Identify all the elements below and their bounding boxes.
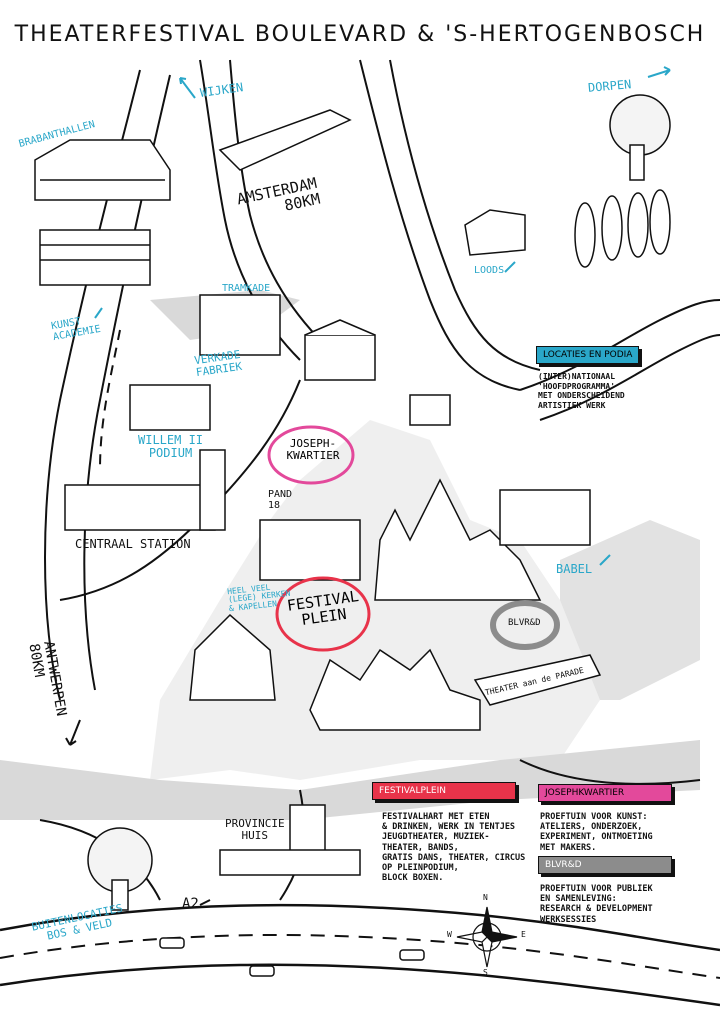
road-north-b bbox=[229, 59, 326, 346]
compass-s: S bbox=[483, 968, 488, 977]
church bbox=[189, 613, 276, 701]
train bbox=[218, 109, 352, 171]
highway-lane bbox=[0, 934, 720, 979]
label-provincie-huis: PROVINCIE HUIS bbox=[225, 817, 285, 842]
label-a2: A2 bbox=[182, 896, 199, 912]
centraal-station-building bbox=[64, 484, 216, 531]
river-water bbox=[560, 520, 700, 700]
legend-festivalplein-tag: FESTIVALPLEIN bbox=[372, 782, 516, 800]
label-babel: BABEL bbox=[556, 562, 593, 576]
compass-e: E bbox=[521, 930, 526, 939]
label-tramkade: TRAMKADE bbox=[222, 283, 271, 294]
bridge bbox=[409, 394, 451, 426]
compass-w: W bbox=[447, 930, 452, 939]
cathedral bbox=[374, 478, 542, 601]
josephkwartier-circle bbox=[267, 425, 355, 485]
label-centraal-station: CENTRAAL STATION bbox=[75, 537, 191, 551]
compass-n: N bbox=[483, 893, 488, 902]
road-east-b bbox=[539, 334, 720, 421]
south-water bbox=[0, 740, 700, 820]
label-blvrd: BLVR&D bbox=[508, 618, 541, 628]
label-josephkwartier: JOSEPH- KWARTIER bbox=[286, 437, 340, 462]
museum-building bbox=[304, 334, 376, 381]
pand18-building bbox=[259, 519, 361, 581]
compass-rose bbox=[456, 906, 518, 968]
arrow-antwerpen bbox=[65, 719, 81, 746]
legend-josephkwartier-tag: JOSEPHKWARTIER bbox=[538, 784, 672, 802]
arrow-kunst bbox=[94, 307, 103, 319]
festival-tents bbox=[309, 648, 481, 731]
kunstacademie-building bbox=[39, 229, 151, 286]
road-east bbox=[519, 299, 720, 391]
legend-festivalplein-text: FESTIVALHART MET ETEN & DRINKEN, WERK IN… bbox=[382, 812, 526, 884]
label-loods: LOODS bbox=[474, 265, 505, 276]
highway-a2 bbox=[0, 903, 720, 952]
arrow-a2 bbox=[199, 899, 211, 906]
brabanthallen-building bbox=[34, 139, 171, 201]
road-southeast bbox=[519, 759, 701, 785]
road-northeast bbox=[359, 59, 521, 391]
label-willem-ii: WILLEM II PODIUM bbox=[138, 433, 204, 460]
legend-josephkwartier-text: PROEFTUIN VOOR KUNST: ATELIERS, ONDERZOE… bbox=[540, 812, 653, 853]
arrow-dorpen bbox=[647, 66, 671, 78]
arrow-loods bbox=[504, 261, 516, 273]
page-title: THEATERFESTIVAL BOULEVARD & 'S-HERTOGENB… bbox=[14, 22, 706, 47]
highway-a2-b bbox=[0, 963, 720, 1007]
arrow-babel bbox=[599, 554, 611, 566]
road-northeast-b bbox=[389, 59, 541, 371]
legend-blvrd-text: PROEFTUIN VOOR PUBLIEK EN SAMENLEVING: R… bbox=[540, 884, 653, 925]
legend-blvrd-tag: BLVR&D bbox=[538, 856, 672, 874]
festivalplein-circle bbox=[275, 576, 371, 652]
label-pand18: PAND 18 bbox=[268, 489, 293, 511]
arrow-wijken bbox=[179, 77, 196, 99]
willem-ii-building bbox=[129, 384, 211, 431]
verkade-fabriek-building bbox=[199, 294, 281, 356]
legend-locaties-tag: LOCATIES EN PODIA bbox=[536, 346, 640, 364]
loods-building bbox=[464, 209, 526, 256]
theater-banner bbox=[473, 654, 602, 706]
babel-building bbox=[499, 489, 591, 546]
legend-locaties-text: (INTER)NATIONAAL 'HOOFDPROGRAMMA' MET ON… bbox=[538, 372, 625, 410]
blvrd-circle bbox=[490, 600, 560, 650]
